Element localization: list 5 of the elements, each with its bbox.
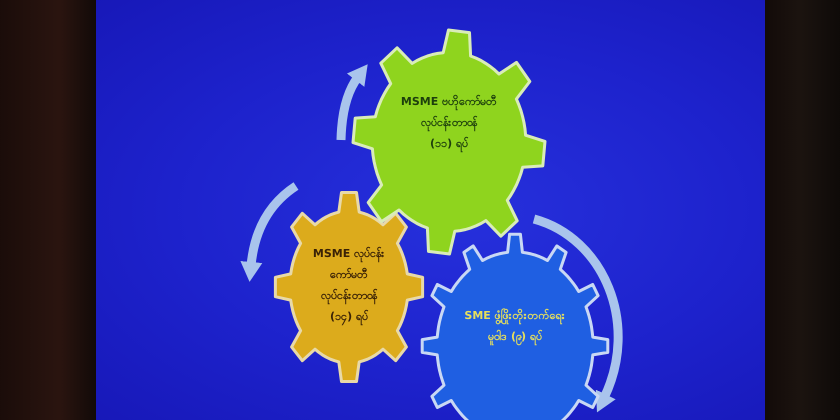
gear (419, 231, 611, 420)
gear-label: MSME လုပ်ငန်း ကော်မတီ လုပ်ငန်းတာဝန် (၁၄) ရပ် (312, 243, 386, 327)
gear-label: SME ဖွံ့ဖြိုးတိုးတက်ရေး မူဝါဒ (၉) ရပ် (464, 305, 566, 347)
gear (272, 189, 426, 385)
gear-label: MSME ဗဟိုကော်မတီ လုပ်ငန်းတာဝန် (၁၁) ရပ် (400, 90, 498, 154)
